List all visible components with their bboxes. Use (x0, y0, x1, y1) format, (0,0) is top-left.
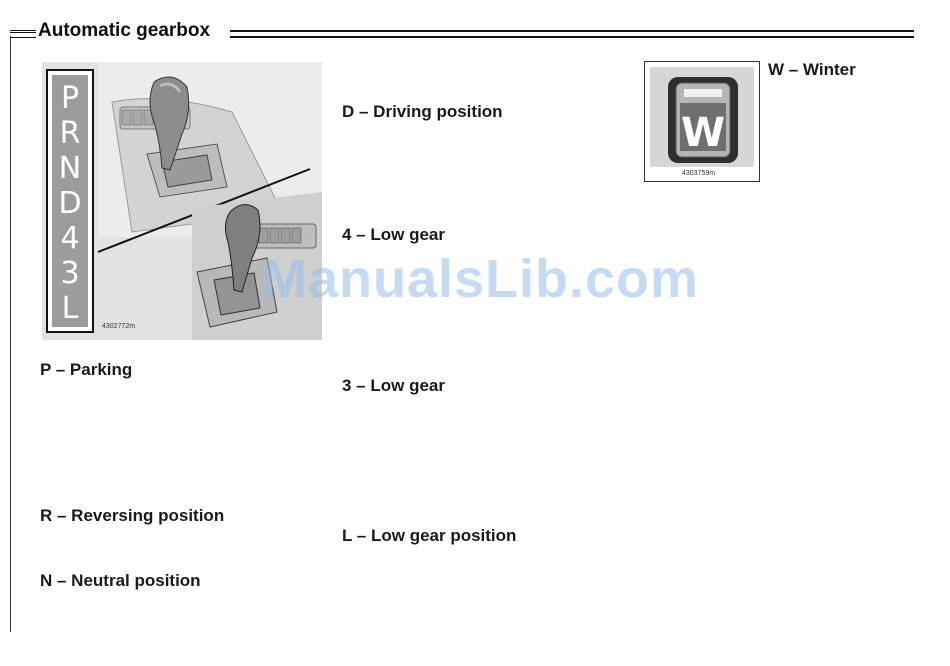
low-gear-4-label: 4 – Low gear (342, 225, 445, 245)
reversing-position-label: R – Reversing position (40, 506, 224, 526)
gear-label-4: 4 (60, 221, 79, 256)
winter-label: W – Winter (768, 60, 856, 80)
gear-label-l: L (62, 291, 79, 326)
neutral-position-label: N – Neutral position (40, 571, 201, 591)
driving-position-label: D – Driving position (342, 102, 503, 122)
low-gear-3-label: 3 – Low gear (342, 376, 445, 396)
gear-label-p: P (61, 81, 79, 116)
gear-label-r: R (60, 116, 81, 151)
gear-label-d: D (58, 186, 81, 221)
low-gear-l-label: L – Low gear position (342, 526, 516, 546)
winter-button-illustration: W 4303759m (644, 61, 760, 183)
winter-button-figure: W 4303759m (644, 61, 760, 188)
header-rule-right (230, 30, 914, 38)
winter-figure-code: 4303759m (682, 170, 715, 177)
watermark: ManualsLib.com (262, 248, 699, 310)
page-border (10, 36, 11, 632)
gear-figure-code: 4302772m (102, 323, 135, 330)
parking-label: P – Parking (40, 360, 132, 380)
gear-label-n: N (59, 151, 81, 186)
page-title: Automatic gearbox (38, 20, 214, 42)
gear-label-3: 3 (60, 256, 79, 291)
winter-symbol: W (681, 110, 725, 156)
header-rule-left (10, 30, 36, 38)
